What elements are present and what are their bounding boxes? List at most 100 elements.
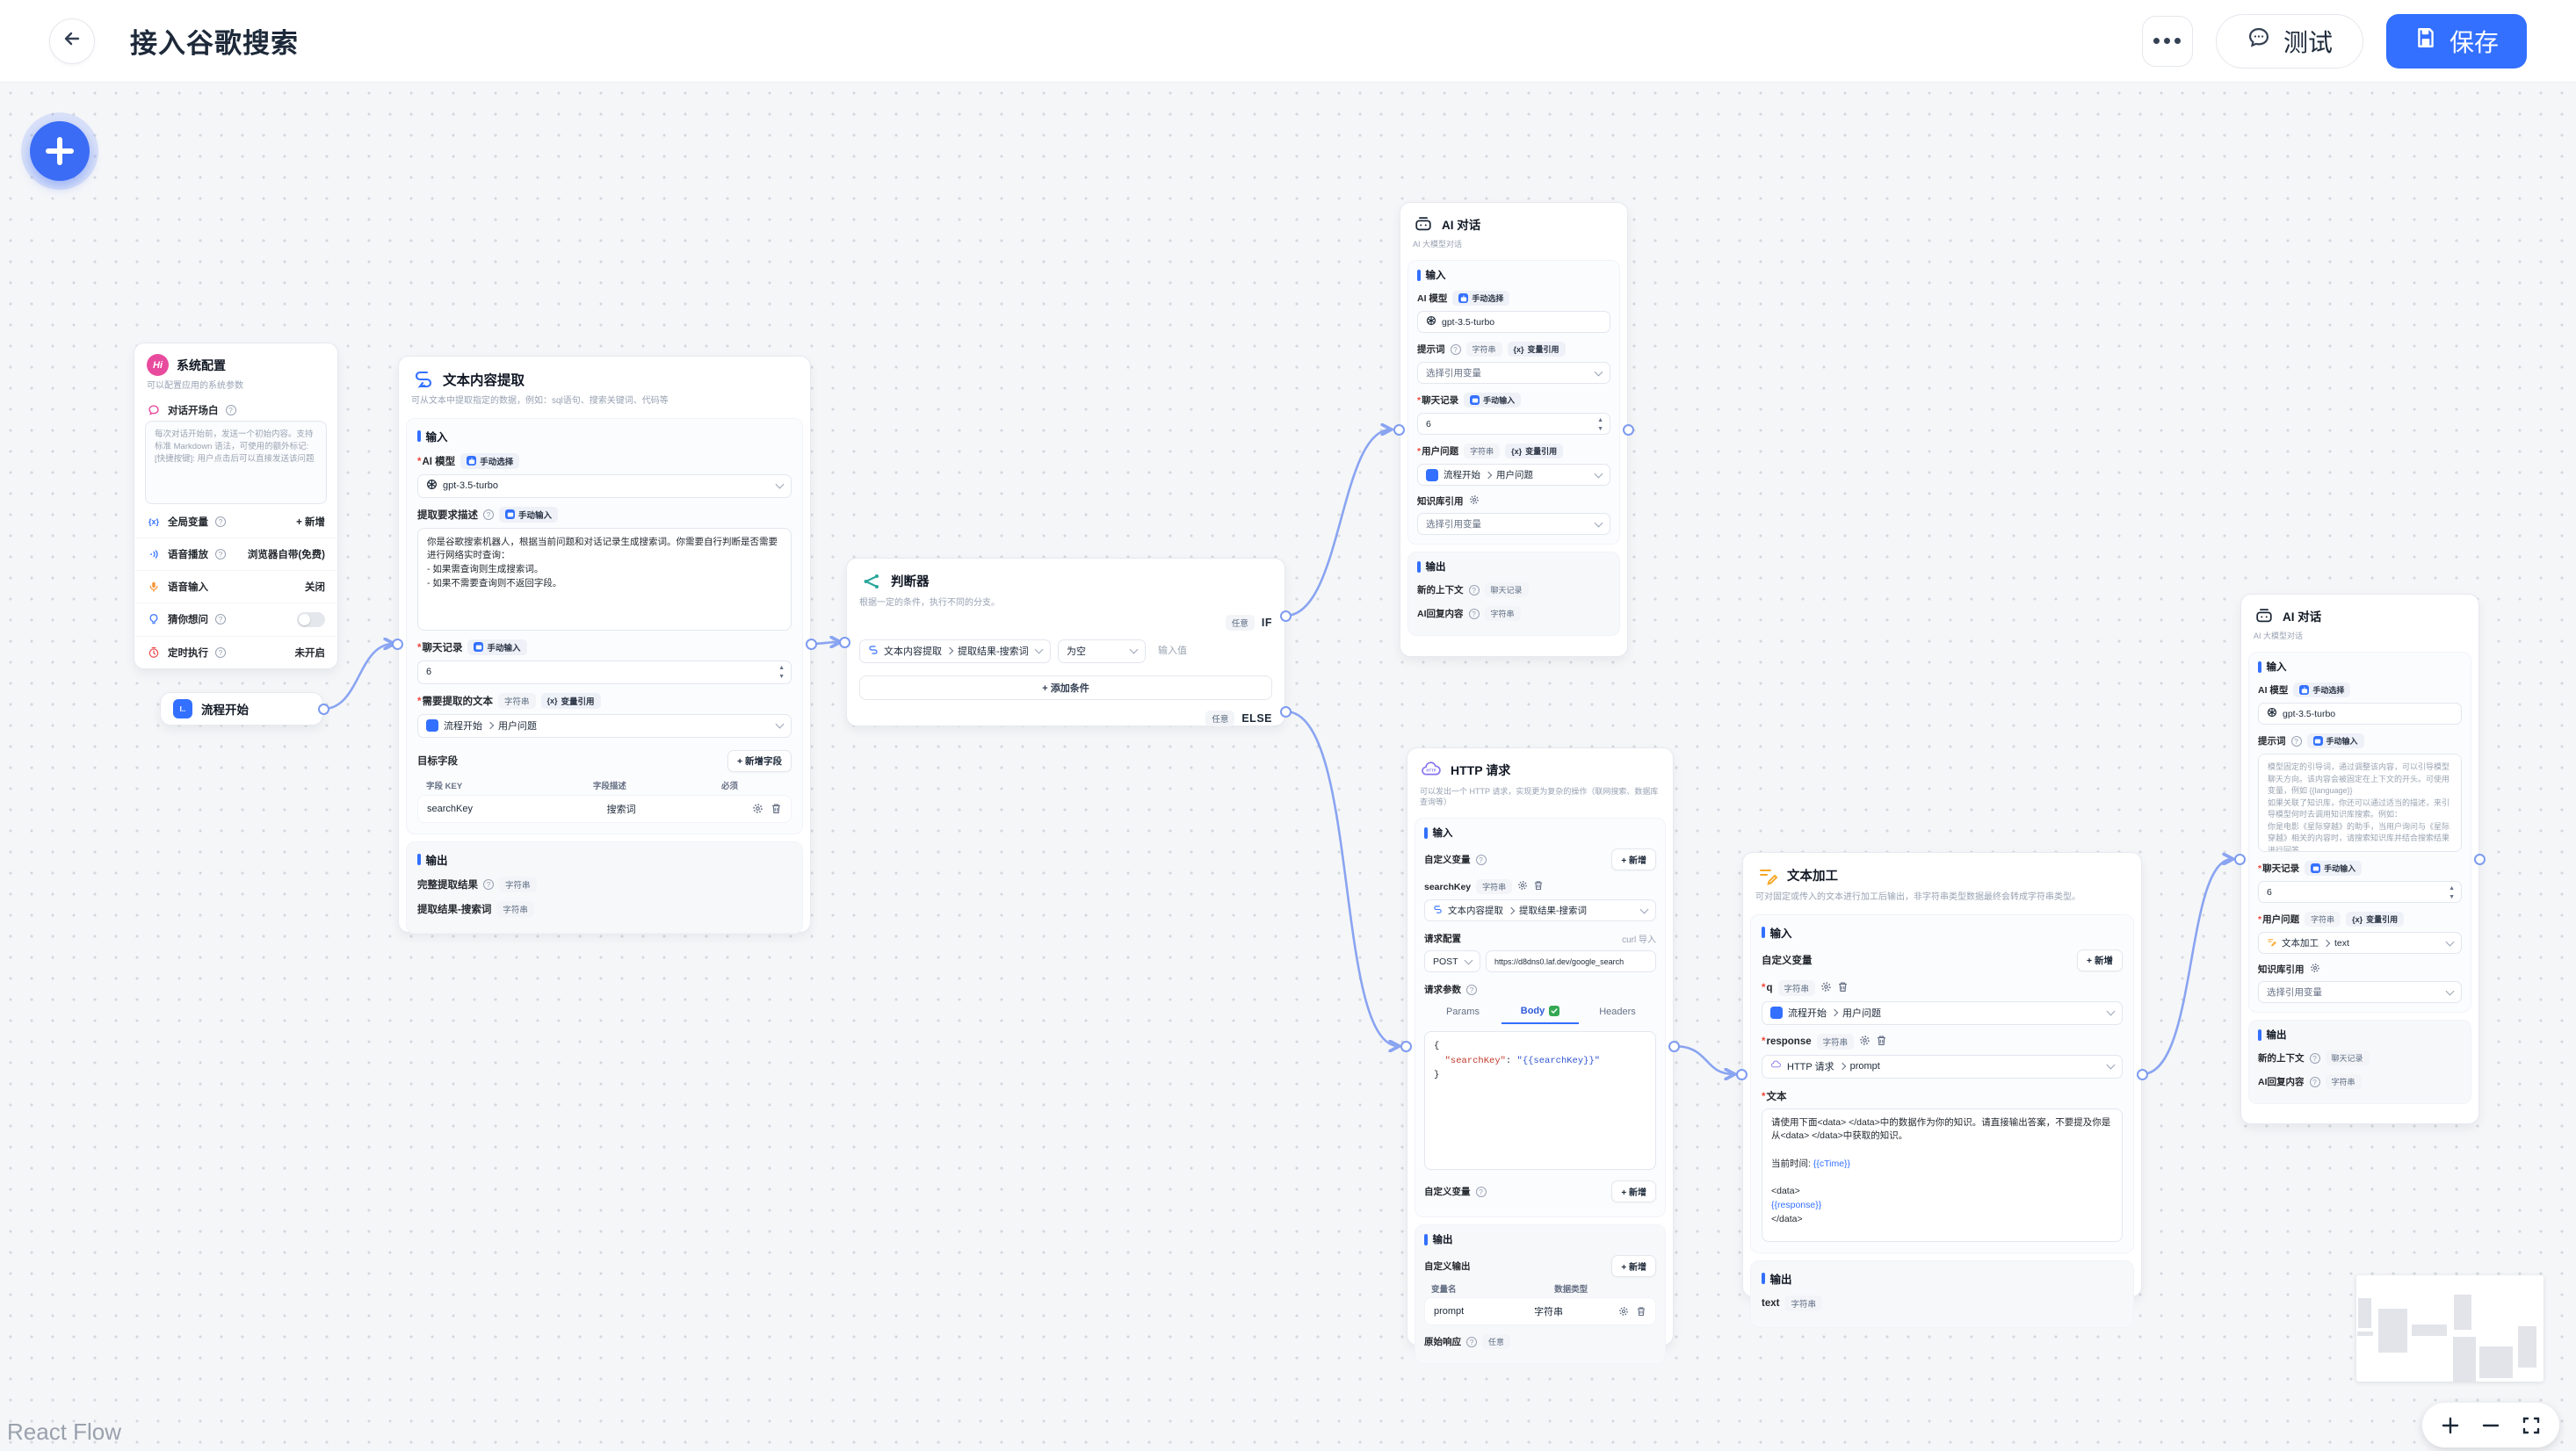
help-icon[interactable]: ? (1475, 854, 1487, 865)
handle-ai-right-in[interactable] (2234, 854, 2246, 865)
output-row[interactable]: prompt 字符串 (1424, 1297, 1656, 1326)
help-icon[interactable]: ? (225, 404, 236, 415)
gear-icon[interactable] (1820, 981, 1832, 995)
question-source-select[interactable]: 流程开始 用户问题 (1417, 464, 1610, 487)
handle-classifier-else[interactable] (1280, 706, 1292, 718)
handle-ai-top-in[interactable] (1393, 424, 1405, 436)
handle-extract-out[interactable] (806, 639, 817, 650)
prompt-select[interactable]: 选择引用变量 (1417, 362, 1610, 385)
add-condition-button[interactable]: + 添加条件 (859, 675, 1272, 700)
help-icon[interactable]: ? (1468, 608, 1480, 619)
help-icon[interactable]: ? (2309, 1076, 2320, 1087)
gear-icon[interactable] (1517, 880, 1528, 893)
add-field-button[interactable]: + 新增字段 (727, 749, 792, 772)
help-icon[interactable]: ? (483, 509, 494, 520)
node-ai-chat-right[interactable]: AI 对话 AI 大模型对话 输入 AI 模型 手动选择 gpt-3.5-tur… (2240, 594, 2479, 1124)
add-variable-button[interactable]: + 新增 (1611, 1180, 1656, 1203)
handle-text-edit-out[interactable] (2137, 1069, 2148, 1080)
condition-operator-select[interactable]: 为空 (1058, 639, 1146, 663)
help-icon[interactable]: ? (1466, 984, 1477, 995)
zoom-in-button[interactable] (2435, 1408, 2466, 1443)
trash-icon[interactable] (1876, 1035, 1887, 1049)
method-select[interactable]: POST (1424, 950, 1480, 973)
response-source-select[interactable]: HTTP 请求 prompt (1762, 1054, 2123, 1079)
question-source-select[interactable]: 文本加工 text (2258, 932, 2462, 955)
node-http-request[interactable]: HTTP HTTP 请求 可以发出一个 HTTP 请求，实现更为复杂的操作（联网… (1407, 747, 1674, 1365)
help-icon[interactable]: ? (483, 878, 494, 890)
welcome-textarea[interactable] (145, 420, 327, 504)
test-button[interactable]: 测试 (2215, 13, 2363, 69)
more-menu-button[interactable] (2141, 15, 2193, 67)
help-icon[interactable]: ? (1466, 1336, 1477, 1347)
kb-select[interactable]: 选择引用变量 (1417, 513, 1610, 536)
help-icon[interactable]: ? (2309, 1052, 2320, 1064)
help-icon[interactable]: ? (1450, 343, 1461, 355)
condition-variable-select[interactable]: 文本内容提取 提取结果-搜索词 (859, 639, 1051, 663)
node-content-extract[interactable]: 文本内容提取 可从文本中提取指定的数据，例如：sql语句、搜索关键词、代码等 输… (398, 356, 811, 934)
gear-icon[interactable] (1859, 1035, 1870, 1049)
model-select[interactable]: gpt-3.5-turbo (417, 473, 792, 498)
number-stepper[interactable]: ▲▼ (778, 664, 785, 680)
edge-start-to-extract[interactable] (322, 644, 394, 711)
trash-icon[interactable] (1636, 1306, 1646, 1317)
minimap[interactable] (2356, 1275, 2543, 1382)
handle-extract-in[interactable] (392, 639, 403, 650)
gear-icon[interactable] (2310, 963, 2320, 976)
edge-textedit-to-aichat[interactable] (2141, 859, 2232, 1076)
gear-icon[interactable] (1618, 1306, 1629, 1317)
handle-classifier-if[interactable] (1280, 610, 1292, 622)
help-icon[interactable]: ? (215, 516, 226, 527)
guess-toggle[interactable] (297, 611, 325, 627)
model-select[interactable]: gpt-3.5-turbo (2258, 703, 2462, 726)
schedule-value[interactable]: 未开启 (294, 647, 326, 659)
edge-if-to-aichat[interactable] (1284, 430, 1391, 617)
condition-value-input[interactable] (1153, 639, 1272, 663)
handle-text-edit-in[interactable] (1736, 1069, 1747, 1080)
fit-view-button[interactable] (2515, 1408, 2547, 1443)
node-classifier[interactable]: 判断器 根据一定的条件，执行不同的分支。 任意 IF 文本内容提取 提取结果-搜… (846, 558, 1285, 726)
model-select[interactable]: gpt-3.5-turbo (1417, 311, 1610, 334)
add-variable-button[interactable]: + 新增 (1611, 848, 1656, 871)
help-icon[interactable]: ? (1475, 1186, 1487, 1197)
chat-history-input[interactable]: 6 ▲▼ (2258, 881, 2462, 904)
body-json-editor[interactable]: { "searchKey": "{{searchKey}}"} (1424, 1031, 1656, 1171)
kb-select[interactable]: 选择引用变量 (2258, 981, 2462, 1004)
add-node-button[interactable] (30, 121, 90, 181)
add-variable-button[interactable]: + 新增 (2076, 949, 2123, 971)
handle-http-out[interactable] (1668, 1041, 1680, 1052)
prompt-textarea[interactable] (2258, 754, 2462, 853)
trash-icon[interactable] (1533, 880, 1544, 893)
edge-http-to-textedit[interactable] (1673, 1044, 1734, 1074)
tab-body[interactable]: Body (1501, 1001, 1579, 1025)
help-icon[interactable]: ? (2290, 735, 2302, 747)
text-template-editor[interactable]: 请使用下面<data> </data>中的数据作为你的知识。请直接输出答案，不要… (1762, 1108, 2123, 1242)
help-icon[interactable]: ? (1468, 584, 1480, 596)
trash-icon[interactable] (771, 803, 782, 814)
field-row[interactable]: searchKey 搜索词 (417, 794, 792, 823)
trash-icon[interactable] (1837, 981, 1849, 995)
handle-classifier-in[interactable] (839, 637, 850, 648)
handle-flow-start-out[interactable] (318, 704, 329, 715)
node-system-config[interactable]: Hi 系统配置 可以配置应用的系统参数 对话开场白 ? {x} 全局变量 ? +… (134, 343, 338, 669)
chat-history-input[interactable]: 6 ▲▼ (1417, 413, 1610, 436)
add-output-button[interactable]: + 新增 (1611, 1255, 1656, 1278)
number-stepper[interactable]: ▲▼ (1597, 417, 1603, 433)
handle-ai-right-out[interactable] (2474, 854, 2486, 865)
help-icon[interactable]: ? (215, 548, 226, 559)
var-source-select[interactable]: 文本内容提取 提取结果-搜索词 (1424, 899, 1656, 922)
url-input[interactable]: https://d8dns0.laf.dev/google_search (1486, 950, 1656, 973)
flow-canvas[interactable]: Hi 系统配置 可以配置应用的系统参数 对话开场白 ? {x} 全局变量 ? +… (0, 83, 2576, 1451)
extract-desc-textarea[interactable]: 你是谷歌搜索机器人，根据当前问题和对话记录生成搜索词。你需要自行判断是否需要进行… (417, 527, 792, 631)
node-flow-start[interactable]: I.. 流程开始 (160, 692, 323, 726)
back-button[interactable] (49, 18, 95, 64)
node-text-edit[interactable]: 文本加工 可对固定或传入的文本进行加工后输出，非字符串类型数据最终会转成字符串类… (1742, 852, 2142, 1328)
node-ai-chat-top[interactable]: AI 对话 AI 大模型对话 输入 AI 模型 手动选择 gpt-3.5-tur… (1400, 202, 1628, 657)
handle-ai-top-out[interactable] (1623, 424, 1634, 436)
number-stepper[interactable]: ▲▼ (2449, 885, 2455, 901)
help-icon[interactable]: ? (215, 614, 226, 624)
gear-icon[interactable] (1469, 494, 1480, 508)
chat-history-input[interactable]: 6 ▲▼ (417, 660, 792, 684)
zoom-out-button[interactable] (2475, 1408, 2507, 1443)
handle-http-in[interactable] (1400, 1041, 1412, 1052)
edge-else-to-http[interactable] (1284, 710, 1399, 1046)
